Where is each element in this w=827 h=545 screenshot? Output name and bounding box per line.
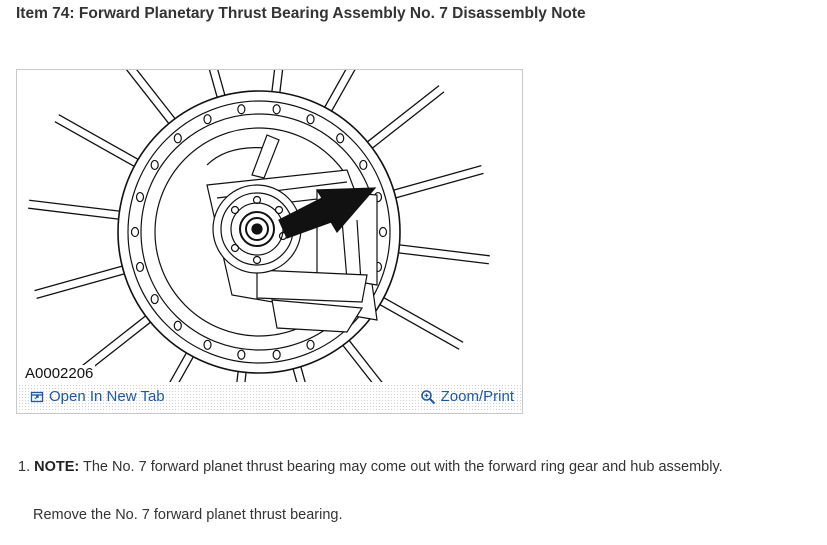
spoke-line bbox=[393, 165, 482, 191]
spoke-line bbox=[73, 315, 147, 373]
bolt-hole bbox=[173, 133, 182, 144]
spoke-line bbox=[36, 273, 125, 299]
step-1: 1. NOTE: The No. 7 forward planet thrust… bbox=[18, 459, 723, 475]
spoke-line bbox=[399, 244, 490, 257]
spoke-line bbox=[125, 70, 170, 124]
bolt-hole bbox=[150, 159, 159, 171]
spoke-line bbox=[395, 172, 484, 199]
spoke-line bbox=[348, 340, 383, 382]
spoke-line bbox=[279, 70, 284, 93]
spoke-line bbox=[342, 344, 373, 382]
figure-id: A0002206 bbox=[23, 365, 96, 382]
spoke-line bbox=[300, 366, 306, 382]
spoke-line bbox=[28, 207, 119, 220]
spokes bbox=[28, 70, 490, 382]
bolt-hole bbox=[336, 133, 345, 144]
spoke-line bbox=[217, 70, 226, 96]
page-title: Item 74: Forward Planetary Thrust Bearin… bbox=[16, 5, 586, 22]
magnifier-icon bbox=[420, 389, 436, 405]
bolt-hole bbox=[378, 226, 388, 238]
spoke-line bbox=[29, 199, 120, 212]
bearing-illustration[interactable] bbox=[17, 70, 522, 382]
bolt-hole bbox=[203, 339, 212, 350]
spoke-line bbox=[169, 352, 187, 382]
figure-toolbar: Open In New Tab Zoom/Print bbox=[18, 384, 521, 412]
bolt-hole bbox=[135, 261, 145, 273]
step-number: 1. bbox=[18, 459, 31, 475]
zoom-print-link[interactable]: Zoom/Print bbox=[420, 388, 514, 405]
zoom-print-label: Zoom/Print bbox=[440, 388, 514, 405]
spoke-line bbox=[54, 121, 135, 167]
spoke-line bbox=[292, 368, 298, 382]
bolt-hole bbox=[306, 339, 315, 350]
bolt-hole bbox=[237, 349, 246, 360]
spoke-line bbox=[136, 70, 176, 120]
spoke-line bbox=[371, 91, 445, 149]
spoke-line bbox=[34, 265, 123, 292]
spoke-line bbox=[379, 304, 460, 350]
step-1-action: Remove the No. 7 forward planet thrust b… bbox=[33, 507, 343, 523]
bolt-hole bbox=[306, 114, 315, 125]
open-in-new-tab-link[interactable]: Open In New Tab bbox=[30, 388, 165, 405]
spoke-line bbox=[324, 70, 347, 108]
bolt-hole bbox=[272, 349, 281, 360]
bolt-hole bbox=[237, 104, 246, 115]
spoke-line bbox=[236, 371, 239, 382]
note-label: NOTE: bbox=[34, 459, 80, 475]
bolt-hole bbox=[203, 114, 212, 125]
spoke-line bbox=[331, 70, 356, 112]
open-in-new-tab-label: Open In New Tab bbox=[49, 388, 165, 405]
bolt-hole bbox=[135, 191, 145, 203]
spoke-line bbox=[271, 70, 276, 92]
bolt-hole bbox=[359, 159, 368, 171]
spoke-line bbox=[398, 252, 489, 265]
spoke-line bbox=[367, 85, 440, 143]
bolt-hole bbox=[272, 104, 281, 115]
bolt-hole bbox=[173, 320, 182, 331]
open-in-new-tab-icon bbox=[30, 390, 44, 404]
note-text: The No. 7 forward planet thrust bearing … bbox=[79, 459, 723, 475]
spoke-line bbox=[383, 297, 464, 343]
figure-panel: A0002206 Open In New Tab Zoom/Print bbox=[16, 69, 523, 414]
bolt-hole bbox=[150, 293, 159, 305]
spoke-line bbox=[58, 114, 139, 160]
spoke-line bbox=[178, 356, 194, 382]
spoke-line bbox=[208, 70, 218, 98]
bolt-hole bbox=[130, 226, 140, 238]
